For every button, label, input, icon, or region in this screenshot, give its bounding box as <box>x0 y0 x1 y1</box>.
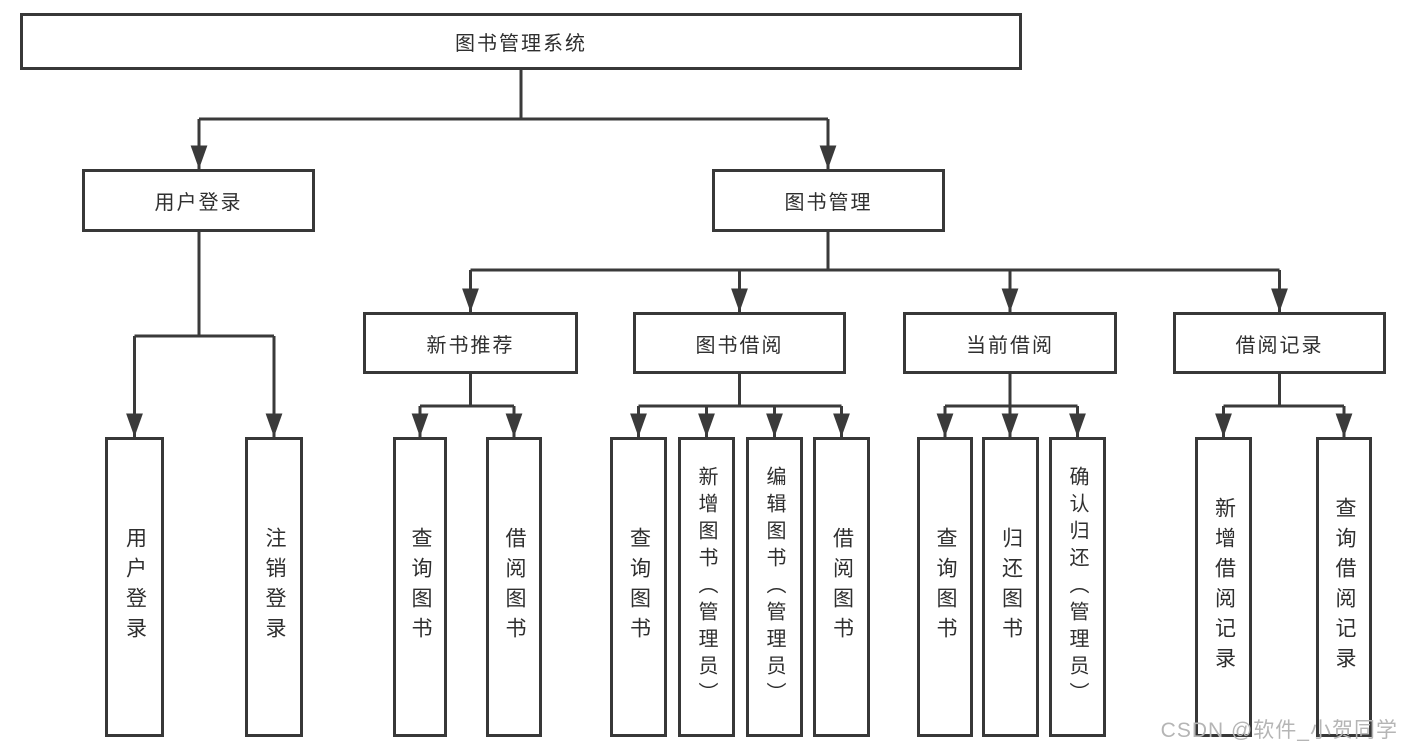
node-library-management-system: 图书管理系统 <box>20 13 1022 70</box>
leaf-recommend-query-books: 查询图书 <box>393 437 447 737</box>
leaf-records-add-record: 新增借阅记录 <box>1195 437 1252 737</box>
node-current-borrow: 当前借阅 <box>903 312 1117 374</box>
leaf-current-query-books: 查询图书 <box>917 437 973 737</box>
node-user-login: 用户登录 <box>82 169 315 232</box>
leaf-records-query-record: 查询借阅记录 <box>1316 437 1372 737</box>
leaf-borrow-borrow-books: 借阅图书 <box>813 437 870 737</box>
node-book-management: 图书管理 <box>712 169 945 232</box>
leaf-current-return-books: 归还图书 <box>982 437 1039 737</box>
leaf-borrow-add-books-admin: 新增图书（管理员） <box>678 437 735 737</box>
leaf-logout: 注销登录 <box>245 437 303 737</box>
csdn-watermark: CSDN @软件_小贺同学 <box>1160 719 1398 742</box>
leaf-borrow-edit-books-admin: 编辑图书（管理员） <box>746 437 803 737</box>
node-new-book-recommend: 新书推荐 <box>363 312 578 374</box>
leaf-recommend-borrow-books: 借阅图书 <box>486 437 542 737</box>
node-book-borrow: 图书借阅 <box>633 312 846 374</box>
leaf-user-login: 用户登录 <box>105 437 164 737</box>
leaf-current-confirm-return-admin: 确认归还（管理员） <box>1049 437 1106 737</box>
node-borrow-records: 借阅记录 <box>1173 312 1386 374</box>
leaf-borrow-query-books: 查询图书 <box>610 437 667 737</box>
